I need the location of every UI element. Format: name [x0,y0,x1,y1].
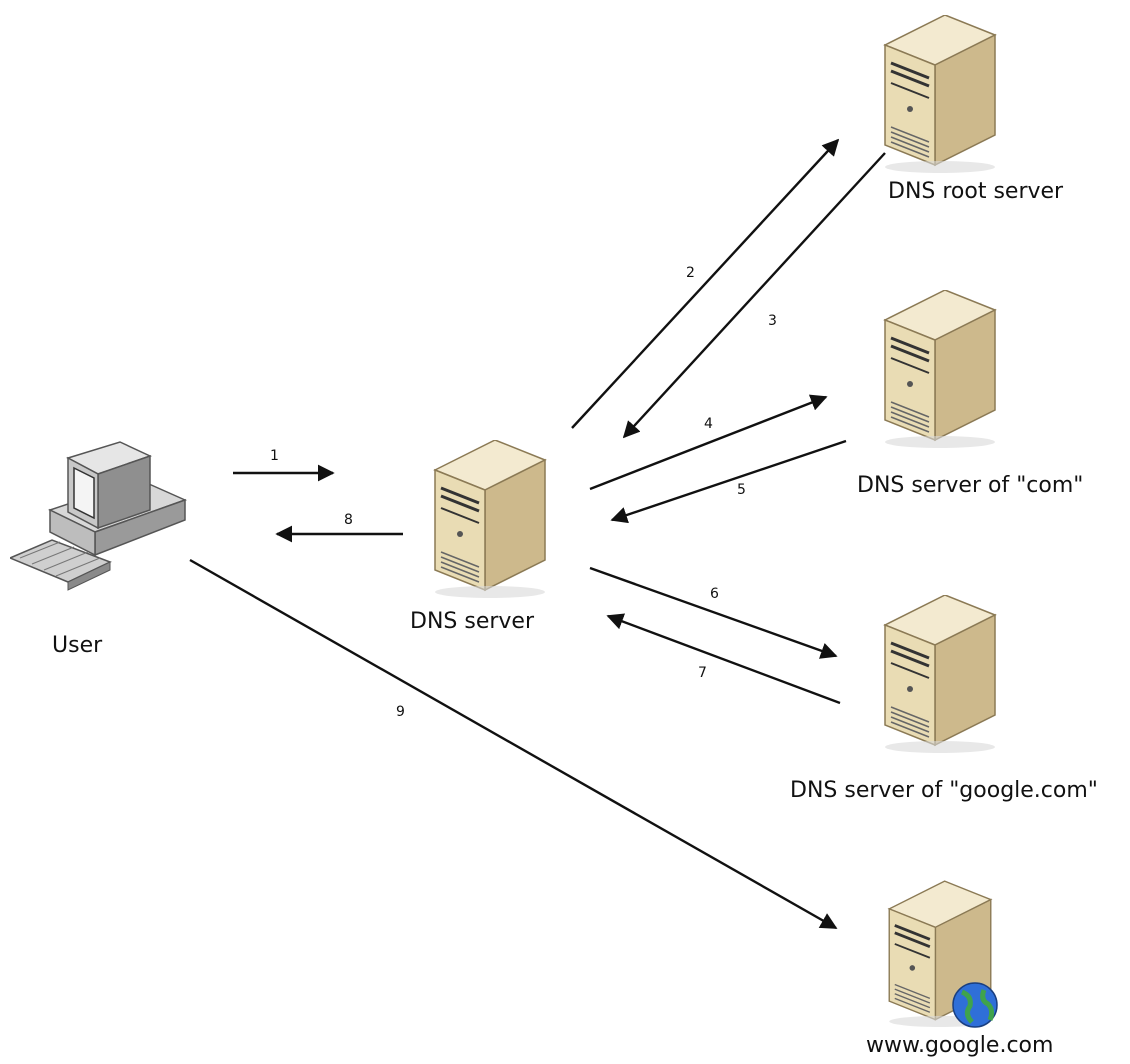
step-label-6: 6 [710,586,719,602]
arrow-step-5 [610,439,847,524]
step-label-7: 7 [698,665,707,681]
server-tower-icon [883,15,997,175]
flow-arrows [189,138,886,930]
step-label-1: 1 [270,448,279,464]
server-tower-icon [883,290,997,450]
google-web-label: www.google.com [866,1033,1053,1058]
user-node: User [10,441,186,658]
server-tower-icon [883,595,997,755]
dns-server-node: DNS server [410,440,547,634]
google-dns-server-label: DNS server of "google.com" [790,778,1098,803]
google-web-server-node: www.google.com [866,880,1053,1058]
user-label: User [52,633,103,658]
desktop-computer-icon [10,441,186,591]
arrow-step-6 [589,566,838,659]
server-tower-icon [433,440,547,600]
arrow-step-2 [571,138,840,429]
com-server-label: DNS server of "com" [857,473,1083,498]
step-label-4: 4 [704,416,713,432]
step-labels: 1 2 3 4 5 6 7 8 9 [270,265,777,720]
google-dns-server-node: DNS server of "google.com" [790,595,1098,803]
root-server-label: DNS root server [888,179,1064,204]
arrow-step-9 [189,558,838,930]
arrow-step-3 [622,152,886,439]
step-label-3: 3 [768,313,777,329]
com-server-node: DNS server of "com" [857,290,1083,498]
step-label-5: 5 [737,482,746,498]
step-label-2: 2 [686,265,695,281]
arrow-step-7 [606,613,841,705]
globe-icon [952,982,998,1028]
step-label-9: 9 [396,704,405,720]
root-server-node: DNS root server [883,15,1064,204]
step-label-8: 8 [344,512,353,528]
dns-server-label: DNS server [410,609,535,634]
arrow-step-4 [589,394,828,491]
